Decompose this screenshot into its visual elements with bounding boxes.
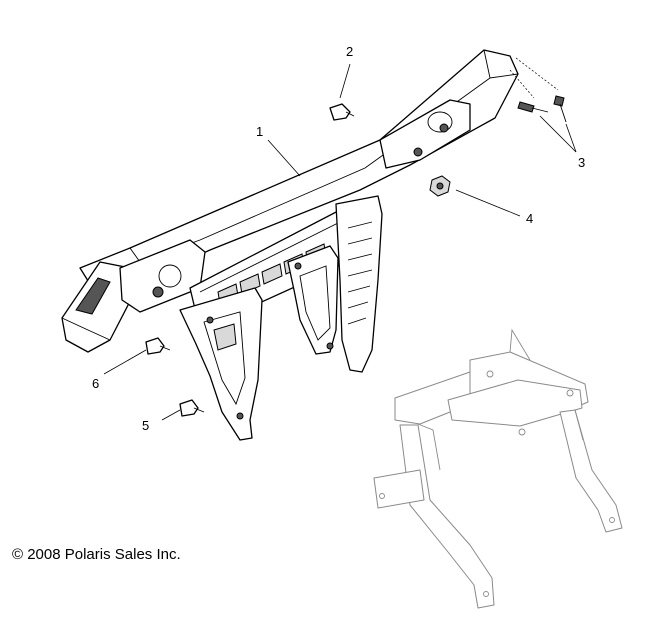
callout-4: 4: [526, 211, 533, 226]
bolt-part-6: [145, 337, 171, 355]
callout-3: 3: [578, 155, 585, 170]
screws-part-3: [517, 95, 567, 123]
callout-6: 6: [92, 376, 99, 391]
callout-1: 1: [256, 124, 263, 139]
copyright-notice: © 2008 Polaris Sales Inc.: [12, 546, 181, 563]
callout-2: 2: [346, 44, 353, 59]
ghost-frame-assembly: [373, 328, 623, 609]
bolt-part-5: [179, 399, 205, 417]
alignment-lines: [509, 57, 559, 99]
nut-part-4: [429, 175, 451, 197]
bolt-part-2: [329, 103, 355, 121]
callout-5: 5: [142, 418, 149, 433]
leader-lines: [103, 63, 577, 421]
